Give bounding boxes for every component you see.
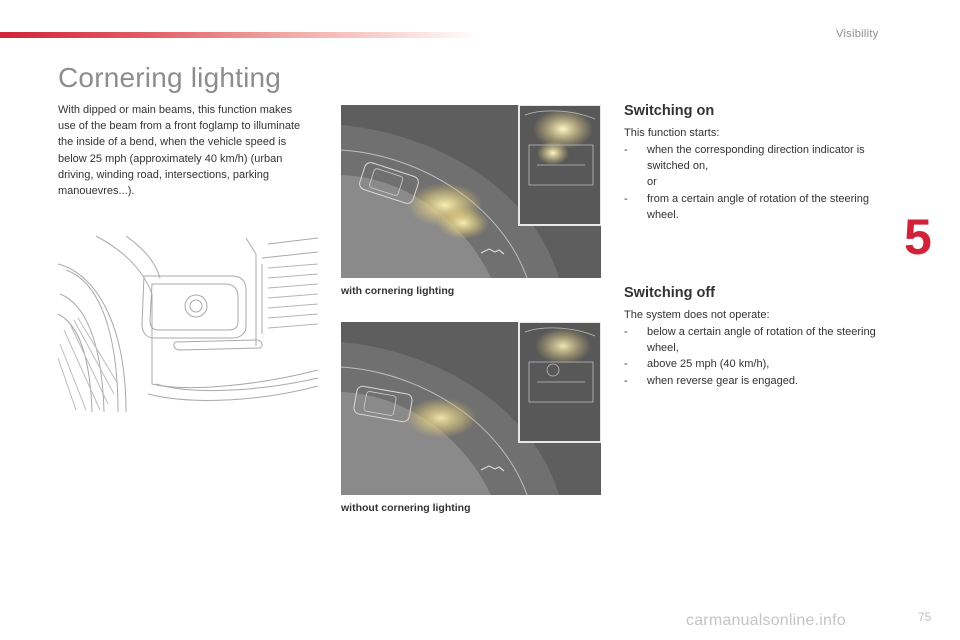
list-item-text: from a certain angle of rotation of the … [647, 192, 869, 221]
switching-on-heading: Switching on [624, 103, 715, 119]
list-item: - when the corresponding direction indic… [624, 142, 892, 191]
front-bumper-foglamp-illustration [57, 235, 318, 412]
list-item: - below a certain angle of rotation of t… [624, 324, 892, 356]
figure-caption-without: without cornering lighting [341, 502, 471, 514]
switching-on-intro: This function starts: [624, 127, 720, 139]
list-dash: - [624, 326, 628, 338]
cornering-lighting-off-illustration [341, 322, 601, 495]
list-item-text: below a certain angle of rotation of the… [647, 326, 876, 355]
list-item-text: when the corresponding direction indicat… [647, 144, 865, 173]
list-item-text: when reverse gear is engaged. [647, 374, 799, 387]
switching-on-list: - when the corresponding direction indic… [624, 142, 892, 223]
switching-off-heading: Switching off [624, 285, 716, 301]
section-name: Visibility [836, 28, 879, 40]
watermark: carmanualsonline.info [686, 612, 846, 629]
list-dash: - [624, 374, 628, 387]
list-dash: - [624, 144, 628, 156]
list-item: - from a certain angle of rotation of th… [624, 191, 892, 223]
list-item: - when reverse gear is engaged. [624, 373, 892, 389]
list-item-text: above 25 mph (40 km/h), [647, 358, 770, 371]
switching-off-list: - below a certain angle of rotation of t… [624, 324, 892, 389]
page-title: Cornering lighting [58, 62, 282, 93]
switching-off-intro: The system does not operate: [624, 309, 770, 321]
list-item-or: or [647, 176, 657, 189]
page-number: 75 [918, 610, 932, 624]
list-dash: - [624, 358, 628, 371]
list-item: - above 25 mph (40 km/h), [624, 356, 892, 372]
cornering-lighting-on-illustration [341, 105, 601, 278]
figure-caption-with: with cornering lighting [341, 285, 455, 297]
header-accent-bar [0, 32, 480, 38]
list-dash: - [624, 192, 628, 205]
chapter-number: 5 [904, 209, 932, 265]
intro-paragraph: With dipped or main beams, this function… [58, 104, 301, 198]
